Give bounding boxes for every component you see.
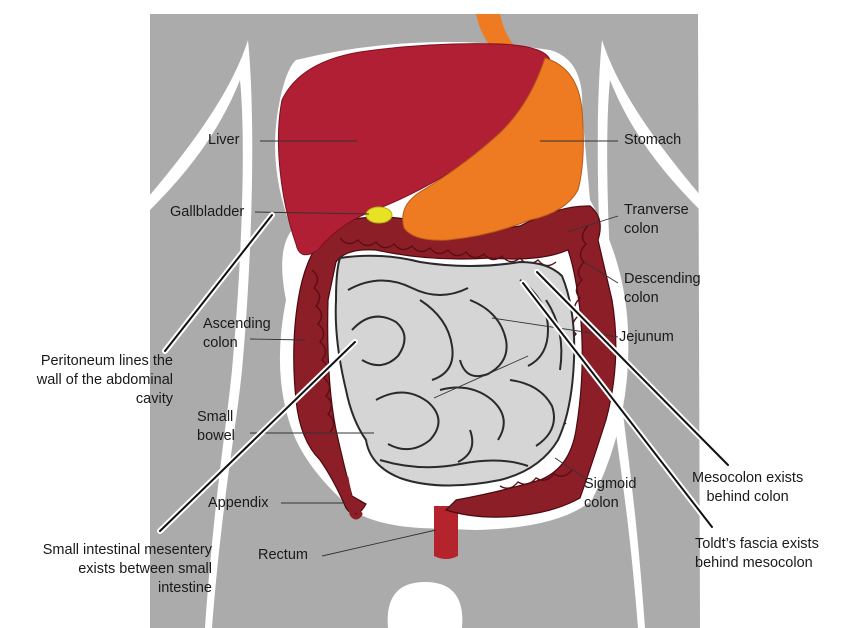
label-ascending-colon: Ascending colon: [203, 316, 271, 351]
label-sigmoid-colon: Sigmoid colon: [584, 476, 637, 511]
left-arm-gap: [150, 40, 253, 628]
label-small-mesentery: Small intestinal mesentery exists betwee…: [42, 542, 212, 596]
right-arm-gap: [597, 40, 700, 628]
label-liver: Liver: [208, 132, 240, 148]
label-rectum: Rectum: [258, 547, 308, 563]
small-intestine-mass: [334, 254, 576, 487]
mesocolon-pointer: [536, 271, 729, 466]
label-transverse-colon: Tranverse colon: [624, 202, 689, 237]
thin-leader-lines: [249, 140, 619, 557]
small-mesentery-pointer: [159, 341, 356, 532]
bold-pointer-lines: [157, 212, 731, 534]
label-toldt: Toldt’s fascia exists behind mesocolon: [695, 536, 819, 571]
label-gallbladder: Gallbladder: [170, 204, 245, 220]
label-small-bowel: Small bowel: [197, 409, 235, 444]
appendix-shape: [343, 475, 363, 520]
descending-colon-leader: [583, 261, 619, 284]
rectum-shape: [434, 506, 458, 559]
small-bowel-leader-2: [433, 355, 529, 399]
label-mesocolon: Mesocolon exists behind colon: [692, 470, 804, 505]
transverse-colon-leader: [566, 215, 619, 233]
stomach-shape: [402, 57, 584, 241]
peritoneum-pointer: [164, 214, 273, 352]
label-peritoneum: Peritoneum lines the wall of the abdomin…: [36, 353, 173, 407]
small-intestine-loops: [347, 279, 563, 469]
gallbladder-shape: [365, 206, 393, 224]
label-stomach: Stomach: [624, 132, 682, 148]
rectum-leader: [321, 529, 437, 557]
label-jejunum: Jejunum: [619, 329, 674, 345]
toldt-pointer: [522, 282, 713, 528]
label-descending-colon: Descending colon: [624, 271, 701, 306]
sigmoid-colon-leader: [554, 457, 586, 479]
label-appendix: Appendix: [208, 495, 269, 511]
ascending-colon-leader: [249, 338, 306, 341]
gallbladder-leader: [254, 211, 370, 215]
